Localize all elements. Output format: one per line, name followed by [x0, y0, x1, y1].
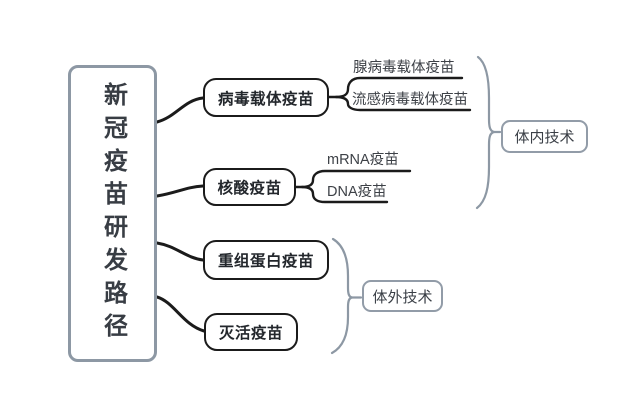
- group-label: 体外技术: [372, 288, 433, 306]
- subtopic-dna-vaccine[interactable]: DNA疫苗: [327, 184, 387, 200]
- topic-nucleic-acid-vaccine[interactable]: 核酸疫苗: [203, 168, 296, 206]
- root-topic[interactable]: 新冠疫苗研发路径: [68, 65, 157, 362]
- subtopic-mrna-vaccine[interactable]: mRNA疫苗: [327, 152, 399, 168]
- subtopic-influenza-vector-vaccine[interactable]: 流感病毒载体疫苗: [352, 92, 468, 108]
- brace-in-vitro: [330, 237, 353, 355]
- branch-curve-viral-vector: [155, 96, 205, 124]
- group-in-vivo-technology[interactable]: 体内技术: [501, 120, 588, 153]
- topic-recombinant-protein-vaccine[interactable]: 重组蛋白疫苗: [203, 240, 329, 280]
- branch-curve-nucleic-acid: [155, 184, 205, 198]
- topic-label: 病毒载体疫苗: [217, 90, 314, 108]
- subtopic-connector-dna: [300, 185, 389, 204]
- topic-inactivated-vaccine[interactable]: 灭活疫苗: [204, 313, 298, 351]
- root-topic-label: 新冠疫苗研发路径: [99, 81, 127, 346]
- branch-curve-inactivated: [155, 295, 206, 333]
- brace-in-vivo: [475, 55, 495, 210]
- topic-viral-vector-vaccine[interactable]: 病毒载体疫苗: [203, 78, 329, 117]
- branch-curve-recombinant-protein: [155, 241, 205, 262]
- topic-label: 核酸疫苗: [217, 180, 282, 197]
- group-in-vitro-technology[interactable]: 体外技术: [362, 280, 443, 312]
- subtopic-connector-influenza: [334, 95, 472, 112]
- subtopic-adenovirus-vector-vaccine[interactable]: 腺病毒载体疫苗: [353, 60, 455, 76]
- topic-label: 重组蛋白疫苗: [217, 253, 314, 270]
- group-label: 体内技术: [514, 129, 575, 146]
- topic-label: 灭活疫苗: [218, 325, 283, 342]
